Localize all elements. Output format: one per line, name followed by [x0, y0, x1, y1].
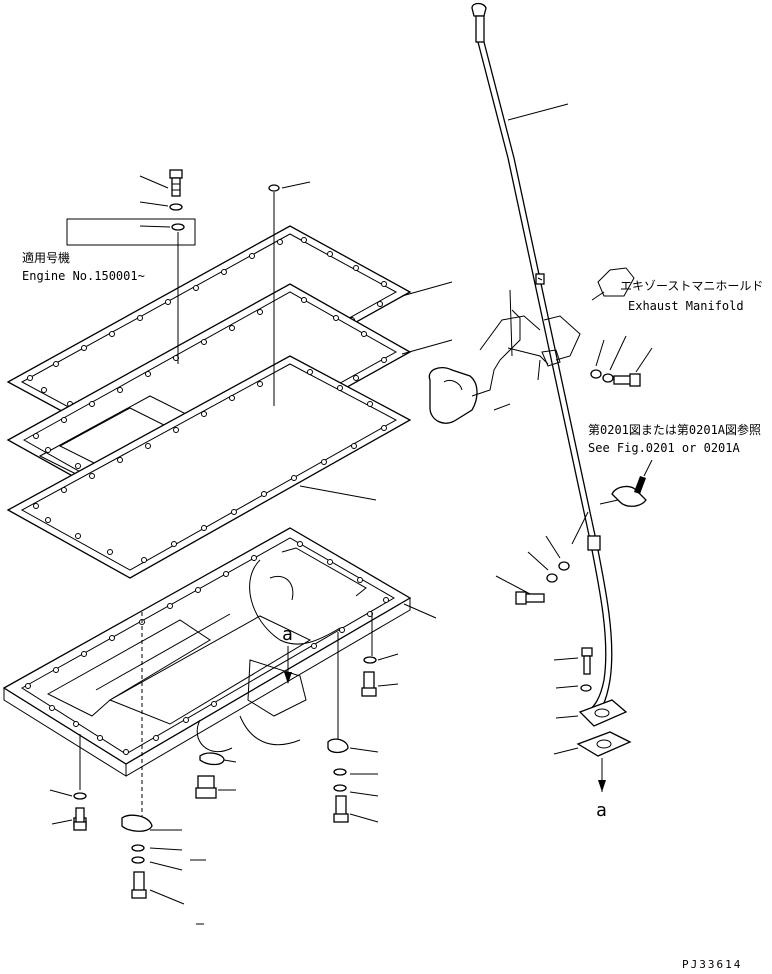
pan-marker-a: a: [282, 624, 293, 645]
pan-marker-arrow: [284, 646, 292, 684]
dipstick: [471, 2, 569, 159]
oil-pan-holes: [25, 541, 389, 755]
top-washer: [139, 201, 183, 211]
exhaust-manifold: [428, 289, 581, 424]
reference-label-jp: 第0201図または第0201A図参照: [588, 422, 761, 437]
lower-left-washer: [49, 734, 87, 800]
manifold-label-en: Exhaust Manifold: [628, 299, 744, 313]
oil-pan: [2, 527, 412, 777]
top-bolt: [139, 169, 183, 197]
gasket: [6, 355, 412, 579]
oil-pan-leader: [403, 603, 437, 619]
stud-washer: [268, 181, 311, 406]
manifold-bolt: [590, 335, 653, 387]
reference-label-en: See Fig.0201 or 0201A: [588, 441, 740, 455]
tube-clamp: [599, 459, 653, 507]
flange-arrow: [598, 758, 606, 792]
pan-right-bolt: [361, 671, 399, 697]
dipstick-tube: [507, 157, 613, 719]
lower-washers: [131, 844, 206, 871]
lower-left-bolt: [51, 807, 87, 831]
manifold-icon: [591, 267, 635, 301]
tube-flange-bolt: [553, 647, 593, 692]
right-strainer-bracket: [327, 632, 379, 823]
strainer-clip: [121, 814, 182, 832]
clamp-washers: [527, 511, 589, 583]
pan-right-washer: [363, 612, 399, 664]
lower-bolt: [131, 871, 204, 925]
flange-marker-a: a: [596, 800, 607, 821]
applicable-label: 適用号機: [22, 250, 70, 265]
drain-plug: [195, 752, 237, 799]
tube-flange: [555, 699, 628, 727]
engine-number-label: Engine No.150001~: [22, 269, 145, 283]
manifold-label-jp: エキゾーストマニホールド: [620, 279, 763, 293]
plate-leaders: [299, 281, 453, 501]
gasket-holes: [33, 369, 387, 563]
flange-gasket: [553, 731, 632, 757]
figure-code: PJ33614: [682, 958, 742, 971]
applicable-box: [66, 218, 196, 364]
clamp-bolt: [495, 575, 545, 605]
